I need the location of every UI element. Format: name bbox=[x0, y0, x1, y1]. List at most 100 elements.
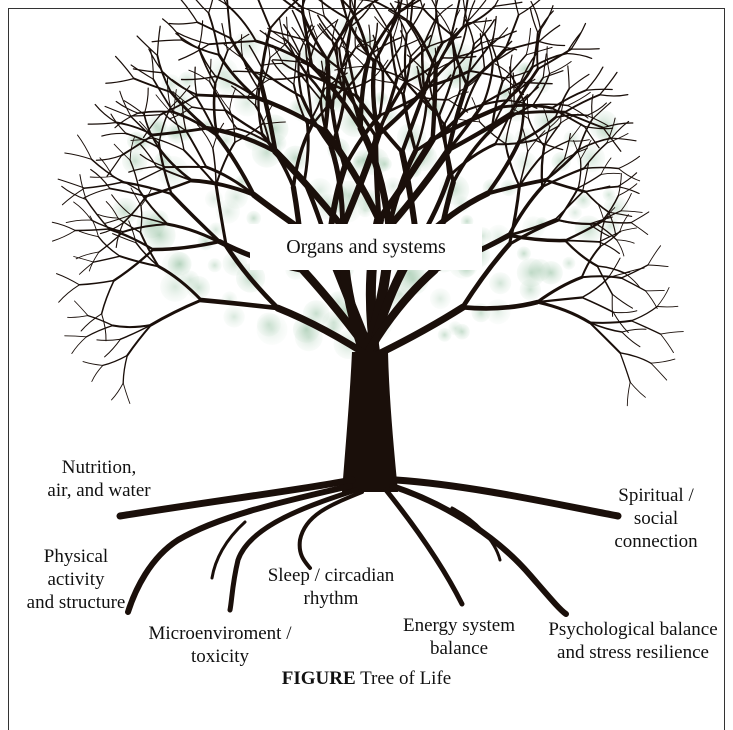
label-psych-line-2: and stress resilience bbox=[530, 641, 733, 664]
branch bbox=[621, 265, 648, 278]
label-psych-line-1: Psychological balance bbox=[530, 618, 733, 641]
branch bbox=[133, 69, 163, 73]
branch bbox=[526, 47, 552, 54]
branch bbox=[209, 13, 219, 55]
branch bbox=[74, 257, 94, 263]
branch bbox=[52, 222, 75, 230]
caption-prefix: FIGURE bbox=[282, 668, 356, 689]
label-energy-line-2: balance bbox=[386, 637, 532, 660]
branch bbox=[74, 202, 92, 220]
branch bbox=[79, 231, 98, 237]
branch bbox=[90, 177, 112, 178]
branch bbox=[600, 95, 628, 96]
branch bbox=[192, 107, 225, 110]
branch bbox=[436, 0, 441, 8]
branch bbox=[169, 22, 197, 24]
branch bbox=[85, 182, 123, 188]
branch bbox=[105, 339, 121, 357]
tree-trunk bbox=[342, 352, 398, 492]
branch bbox=[127, 325, 151, 355]
label-spiritual-line-1: Spiritual / bbox=[596, 484, 716, 507]
branch bbox=[601, 173, 620, 174]
branch bbox=[648, 246, 661, 265]
branch bbox=[526, 28, 530, 54]
root bbox=[392, 486, 566, 614]
label-psychological: Psychological balance and stress resilie… bbox=[530, 618, 733, 664]
branch bbox=[57, 274, 80, 285]
branch bbox=[201, 300, 278, 308]
label-nutrition-line-2: air, and water bbox=[24, 479, 174, 502]
organs-systems-label: Organs and systems bbox=[250, 224, 482, 270]
leaf-cluster bbox=[438, 328, 452, 342]
branch bbox=[209, 0, 216, 13]
branch bbox=[597, 266, 612, 294]
leaf-cluster bbox=[563, 130, 580, 147]
branch bbox=[102, 314, 106, 341]
branch bbox=[513, 0, 518, 15]
branch bbox=[485, 49, 515, 68]
branch bbox=[622, 332, 640, 347]
branch bbox=[68, 316, 88, 318]
branch bbox=[112, 383, 124, 400]
branch bbox=[648, 265, 668, 267]
branch bbox=[114, 250, 153, 281]
leaf-cluster bbox=[234, 30, 262, 58]
label-energy-line-1: Energy system bbox=[386, 614, 532, 637]
branch bbox=[102, 281, 114, 314]
branch bbox=[102, 133, 126, 136]
branch bbox=[163, 19, 183, 40]
branch bbox=[137, 36, 157, 56]
branch bbox=[59, 285, 80, 302]
branch bbox=[355, 0, 386, 15]
branch bbox=[627, 382, 630, 406]
label-micro-line-2: toxicity bbox=[130, 645, 310, 668]
label-physical-activity: Physical activity and structure bbox=[12, 545, 140, 614]
branch bbox=[79, 281, 114, 285]
branch bbox=[144, 88, 148, 114]
label-microenvironment: Microenviroment / toxicity bbox=[130, 622, 310, 668]
branch bbox=[631, 321, 660, 334]
branch bbox=[586, 89, 612, 90]
branch bbox=[538, 49, 571, 69]
leaf-cluster bbox=[454, 324, 470, 340]
branch bbox=[539, 42, 565, 46]
branch bbox=[151, 300, 201, 325]
branch bbox=[213, 149, 216, 186]
branch bbox=[544, 141, 569, 154]
branch bbox=[586, 67, 603, 90]
label-spiritual-line-2: social bbox=[596, 507, 716, 530]
branch bbox=[612, 294, 632, 308]
branch bbox=[661, 332, 684, 335]
branch bbox=[566, 54, 591, 59]
branch bbox=[181, 0, 198, 22]
branch bbox=[90, 216, 98, 237]
branch bbox=[568, 106, 588, 119]
leaf-cluster bbox=[430, 288, 451, 309]
label-energy: Energy system balance bbox=[386, 614, 532, 660]
branch bbox=[83, 189, 110, 199]
figure-caption: FIGURE Tree of Life bbox=[0, 668, 733, 690]
branch bbox=[568, 66, 569, 89]
branch bbox=[406, 0, 407, 21]
branch bbox=[88, 123, 116, 125]
caption-title: Tree of Life bbox=[360, 668, 451, 689]
branch bbox=[399, 0, 434, 13]
branch bbox=[258, 90, 262, 135]
leaf-cluster bbox=[257, 314, 288, 345]
branch bbox=[66, 220, 91, 223]
branch bbox=[582, 278, 608, 298]
label-micro-line-1: Microenviroment / bbox=[130, 622, 310, 645]
leaf-cluster bbox=[603, 188, 616, 201]
branch bbox=[590, 321, 632, 323]
branch bbox=[651, 359, 675, 363]
branch bbox=[83, 362, 103, 366]
leaf-cluster bbox=[517, 247, 531, 261]
branch bbox=[578, 174, 601, 187]
branch bbox=[582, 276, 622, 278]
branch bbox=[79, 262, 93, 274]
leaf-cluster bbox=[168, 252, 192, 276]
branch bbox=[620, 353, 651, 363]
branch bbox=[75, 229, 109, 231]
label-physical-line-2: activity bbox=[12, 568, 140, 591]
branch bbox=[72, 337, 87, 354]
